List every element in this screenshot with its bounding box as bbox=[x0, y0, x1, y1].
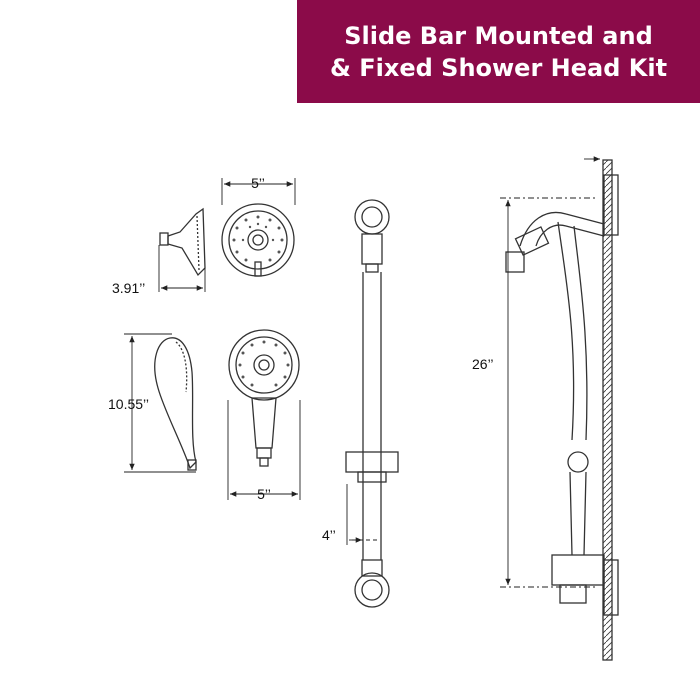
label-fixed-head-depth: 3.91’’ bbox=[112, 280, 145, 296]
label-slide-bar-offset: 4’’ bbox=[322, 527, 336, 543]
label-hand-shower-length: 10.55’’ bbox=[108, 396, 149, 412]
title-banner: Slide Bar Mounted and & Fixed Shower Hea… bbox=[297, 0, 700, 103]
fixed-head-front-view bbox=[221, 203, 295, 277]
slide-bar-side-view bbox=[505, 174, 619, 616]
hand-shower-front-view bbox=[228, 329, 300, 467]
label-total-height: 26’’ bbox=[472, 356, 494, 372]
label-hand-shower-width: 5’’ bbox=[257, 486, 271, 502]
label-fixed-head-width: 5’’ bbox=[251, 175, 265, 191]
hand-shower-side-view bbox=[154, 337, 197, 471]
title-line-2: & Fixed Shower Head Kit bbox=[329, 53, 668, 82]
wall bbox=[602, 159, 613, 661]
spray-nozzles-front bbox=[232, 215, 284, 262]
slide-bar-front-view bbox=[345, 199, 399, 608]
title-line-1: Slide Bar Mounted and bbox=[344, 21, 653, 50]
spray-nozzles-hand bbox=[238, 340, 290, 387]
fixed-head-side-view bbox=[159, 207, 206, 277]
